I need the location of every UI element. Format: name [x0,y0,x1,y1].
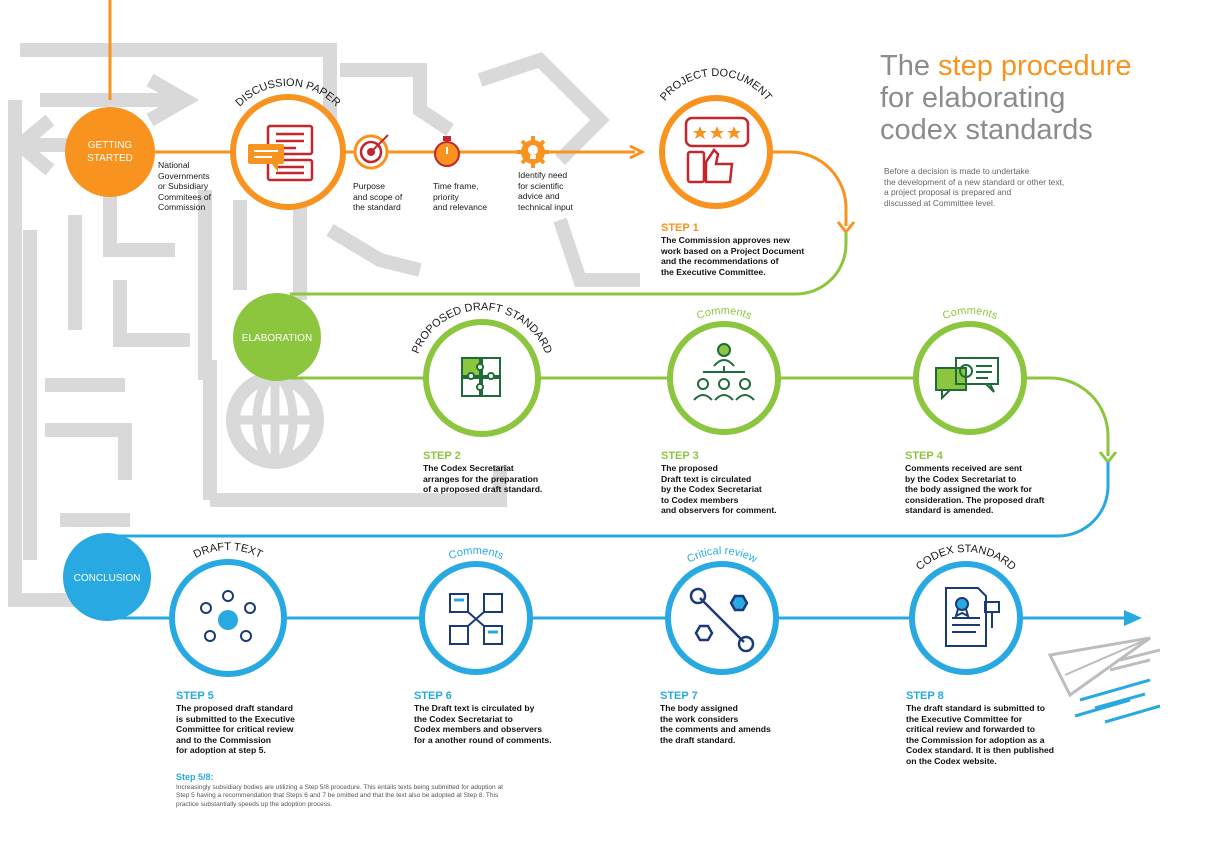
codex-standard-node: CODEX STANDARD [909,543,1023,675]
step8-label: STEP 8 [906,690,944,702]
step7-text: The body assigned the work considers the… [660,703,771,745]
timeframe-text: Time frame, priority and relevance [433,181,487,213]
puzzle-icon [461,357,501,397]
label-comments-3: Comments [695,305,754,322]
step1-text: The Commission approves new work based o… [661,235,805,277]
phase-conclusion: CONCLUSION [63,533,151,621]
highlight-bubble-icon [248,144,284,172]
comments-step3-node: Comments [667,305,781,435]
svg-text:Comments: Comments [941,305,1000,322]
page-title: The step procedure for elaborating codex… [880,50,1200,146]
step2-label: STEP 2 [423,450,461,462]
intro-text: Before a decision is made to undertake t… [884,166,1065,208]
footnote-label: Step 5/8: [176,772,214,782]
step3-label: STEP 3 [661,450,699,462]
stopwatch-icon [434,136,460,167]
label-comments-4: Comments [941,305,1000,322]
phase-label-getting-1: GETTING [88,140,133,151]
project-document-node: PROJECT DOCUMENT [658,67,774,209]
comments-step4-node: Comments [913,305,1027,435]
step5-label: STEP 5 [176,690,214,702]
purpose-text: Purpose and scope of the standard [353,181,403,213]
footnote-text: Increasingly subsidiary bodies are utili… [176,784,503,808]
source-text: National Governments or Subsidiary Commi… [158,160,212,213]
step8-text: The draft standard is submitted to the E… [906,703,1055,766]
paper-plane-icon [1047,636,1161,724]
step3-text: The proposed Draft text is circulated by… [661,463,777,516]
gear-chat-icon [935,357,999,401]
wrench-nuts-icon [689,587,755,653]
title-line2: for elaborating [880,82,1066,114]
gear-bulb-icon [517,136,549,168]
step4-label: STEP 4 [905,450,943,462]
phase-getting-started: GETTING STARTED [65,107,155,197]
svg-text:Comments: Comments [447,545,506,562]
identify-text: Identify need for scientific advice and … [518,170,573,212]
discussion-paper-node: DISCUSSION PAPER [230,77,346,210]
chat-bubbles-icon [266,124,314,182]
phase-elaboration: ELABORATION [233,293,321,381]
step7-label: STEP 7 [660,690,698,702]
phase-label-elaboration: ELABORATION [242,333,312,344]
step2-text: The Codex Secretariat arranges for the p… [423,463,543,495]
meeting-table-icon [200,590,256,642]
critical-review-node: Critical review [665,545,779,675]
step4-text: Comments received are sent by the Codex … [905,463,1045,516]
step5-text: The proposed draft standard is submitted… [176,703,295,756]
comments-step6-node: Comments [419,545,533,675]
rating-feedback-icon [684,116,750,184]
label-draft-text: DRAFT TEXT [192,541,265,561]
step1-label: STEP 1 [661,222,699,234]
document-exchange-icon [449,593,503,645]
svg-text:DRAFT TEXT: DRAFT TEXT [192,541,265,561]
certificate-gavel-icon [945,587,1000,647]
svg-text:Comments: Comments [695,305,754,322]
team-hierarchy-icon [693,343,755,401]
title-line1-plain: The [880,50,939,82]
title-line3: codex standards [880,114,1093,146]
label-comments-6: Comments [447,545,506,562]
step6-label: STEP 6 [414,690,452,702]
target-icon [353,134,389,170]
phase-label-getting-2: STARTED [87,153,133,164]
title-line1-highlight: step procedure [938,50,1132,82]
phase-label-conclusion: CONCLUSION [74,573,141,584]
draft-text-node: DRAFT TEXT [169,541,287,677]
step6-text: The Draft text is circulated by the Code… [414,703,552,745]
proposed-draft-node: PROPOSED DRAFT STANDARD [410,301,554,437]
